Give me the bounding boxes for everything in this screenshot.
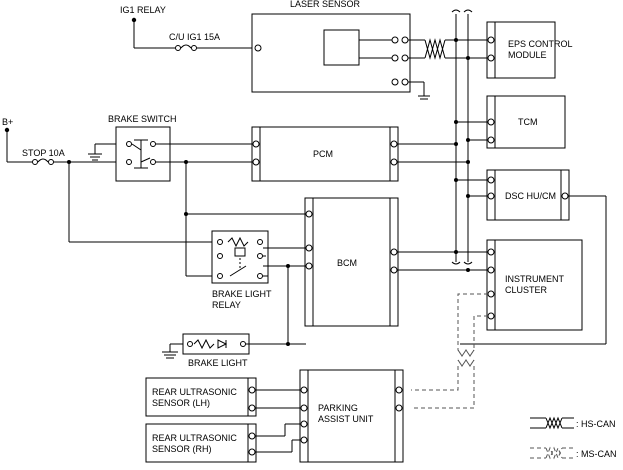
rear-sensor-lh: REAR ULTRASONIC SENSOR (LH) xyxy=(145,377,300,417)
legend-ms-can-label: : MS-CAN xyxy=(576,449,617,459)
cluster-label-line2: CLUSTER xyxy=(505,285,548,295)
brake-light-relay: BRAKE LIGHT RELAY xyxy=(186,230,306,344)
bcm: BCM xyxy=(184,197,468,327)
relay-label-line2: RELAY xyxy=(212,300,241,310)
pcm: PCM xyxy=(251,126,468,182)
rear-sensor-rh: REAR ULTRASONIC SENSOR (RH) xyxy=(145,423,300,463)
parking-label-line2: ASSIST UNIT xyxy=(318,414,374,424)
legend-hs-can: : HS-CAN xyxy=(530,416,616,430)
eps-label-line1: EPS CONTROL xyxy=(508,39,573,49)
legend-ms-can: : MS-CAN xyxy=(530,446,617,460)
bcm-label: BCM xyxy=(337,258,357,268)
tcm-label: TCM xyxy=(518,117,538,127)
ig1-relay: IG1 RELAY xyxy=(120,5,166,48)
brake-light-label: BRAKE LIGHT xyxy=(188,358,248,368)
ms-can-bus xyxy=(411,293,488,409)
laser-sensor: LASER SENSOR xyxy=(251,0,430,100)
battery-terminal: B+ xyxy=(2,117,32,163)
eps-control-module: EPS CONTROL MODULE xyxy=(486,21,573,79)
tcm: TCM xyxy=(456,95,566,149)
relay-label-line1: BRAKE LIGHT xyxy=(212,289,272,299)
sensor-rh-label-line1: REAR ULTRASONIC xyxy=(152,433,237,443)
pcm-label: PCM xyxy=(313,149,333,159)
sensor-rh-label-line2: SENSOR (RH) xyxy=(152,444,212,454)
laser-sensor-label: LASER SENSOR xyxy=(290,0,361,9)
hs-can-bus xyxy=(451,9,473,272)
cu-ig1-fuse-label: C/U IG1 15A xyxy=(169,32,220,42)
stop-fuse: STOP 10A xyxy=(22,148,212,243)
dsc-label: DSC HU/CM xyxy=(505,191,556,201)
cluster-label-line1: INSTRUMENT xyxy=(505,274,564,284)
eps-label-line2: MODULE xyxy=(508,50,547,60)
brake-switch-label: BRAKE SWITCH xyxy=(108,114,177,124)
sensor-lh-label-line2: SENSOR (LH) xyxy=(152,398,210,408)
brake-light: BRAKE LIGHT xyxy=(162,333,306,368)
sensor-lh-label-line1: REAR ULTRASONIC xyxy=(152,387,237,397)
brake-switch: BRAKE SWITCH xyxy=(88,114,252,276)
parking-assist-unit: PARKING ASSIST UNIT xyxy=(299,369,404,463)
laser-hs-can xyxy=(408,38,487,60)
dsc-hu-cm: DSC HU/CM xyxy=(456,169,607,344)
cu-ig1-fuse: C/U IG1 15A xyxy=(134,32,255,51)
battery-label: B+ xyxy=(2,117,13,127)
instrument-cluster: INSTRUMENT CLUSTER xyxy=(456,239,583,331)
parking-label-line1: PARKING xyxy=(318,403,358,413)
legend: : HS-CAN : MS-CAN xyxy=(530,416,617,460)
legend-hs-can-label: : HS-CAN xyxy=(576,419,616,429)
stop-fuse-label: STOP 10A xyxy=(22,148,65,158)
ig1-relay-label: IG1 RELAY xyxy=(120,5,166,15)
